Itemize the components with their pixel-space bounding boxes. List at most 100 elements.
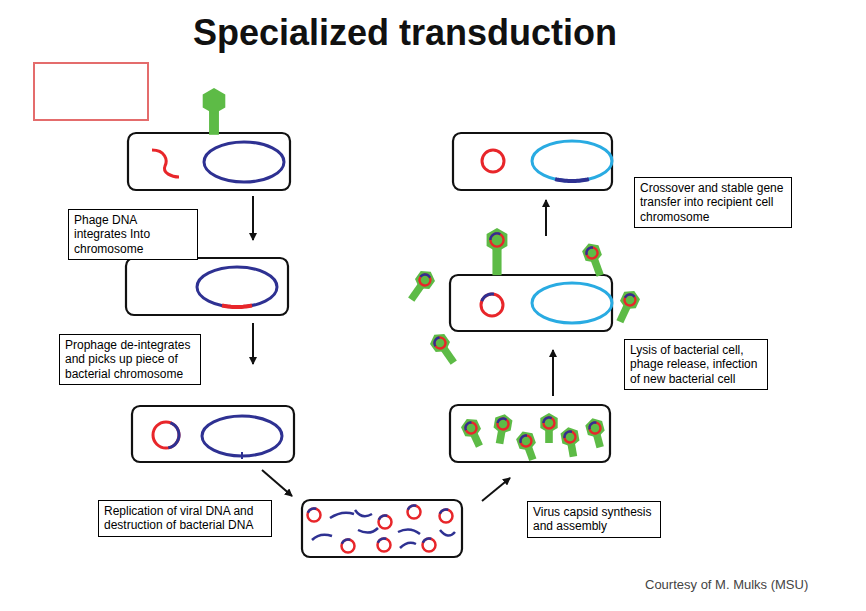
excision-gap	[241, 452, 243, 459]
bacterial-chromosome	[532, 283, 612, 323]
phage-dna-ring	[564, 431, 577, 444]
dna-segment	[222, 306, 252, 308]
bacteriophage	[540, 413, 557, 443]
phage-dna-ring	[585, 246, 599, 260]
flow-arrow	[252, 323, 254, 364]
phage-dna-ring	[153, 422, 179, 448]
phage-dna-ring	[423, 539, 436, 552]
bacterial-cell	[302, 500, 462, 557]
phage-head	[412, 267, 438, 293]
phage-dna-ring	[481, 294, 503, 316]
bacteriophage	[459, 415, 487, 450]
phage-dna-ring	[544, 418, 555, 429]
bacteriophage	[514, 429, 541, 463]
flow-arrow	[252, 196, 254, 240]
step-text: Virus capsid synthesis and assembly	[533, 505, 655, 534]
bacterial-cell	[132, 406, 294, 462]
step-text: Lysis of bacterial cell, phage release, …	[630, 343, 762, 386]
bacterial-dna-insert	[168, 423, 179, 448]
phage-head	[514, 429, 537, 454]
phage-dna-ring	[308, 509, 321, 522]
flow-arrow	[552, 350, 554, 396]
phage-dna-ring	[432, 335, 447, 350]
bacterial-cell	[128, 133, 290, 190]
bacterial-dna-insert	[482, 294, 494, 301]
bacterial-chromosome	[204, 142, 284, 182]
step-text: Phage DNA integrates Into chromosome	[74, 213, 192, 256]
bacterial-dna-insert	[564, 431, 573, 438]
bacterial-dna-insert	[379, 516, 387, 520]
credit-note: Courtesy of M. Mulks (MSU)	[645, 577, 808, 592]
phage-dna-ring	[408, 506, 421, 519]
bacterial-dna-insert	[625, 293, 635, 301]
bacteriophage	[560, 426, 582, 459]
phage-dna-ring	[379, 516, 392, 529]
injected-phage-dna	[152, 150, 179, 177]
bacteriophage	[404, 267, 438, 305]
bacteriophage	[427, 330, 461, 368]
flow-arrow	[262, 470, 292, 496]
diagram-title: Specialized transduction	[0, 12, 810, 54]
phage-head	[459, 415, 483, 440]
phage-dna-ring	[519, 434, 533, 448]
phage-head	[203, 88, 226, 114]
bacterial-dna-insert	[308, 509, 316, 513]
phage-dna-ring	[378, 539, 391, 552]
phage-dna-ring	[490, 233, 503, 246]
degraded-bacterial-dna	[330, 513, 354, 518]
bacterial-dna-insert	[585, 247, 595, 255]
bacterial-dna-insert	[408, 506, 416, 510]
phage-dna-ring	[588, 421, 601, 434]
phage-dna-ring	[417, 272, 432, 287]
step-label-box: Lysis of bacterial cell, phage release, …	[624, 339, 768, 390]
dna-segment	[555, 179, 589, 181]
bacteriophage	[491, 413, 513, 446]
bacterial-dna-insert	[490, 233, 500, 240]
phage-head	[427, 330, 453, 356]
phage-dna-ring	[342, 540, 355, 553]
bacterial-cell	[450, 405, 610, 462]
bacterial-dna-insert	[420, 272, 430, 281]
phage-head	[487, 228, 508, 252]
bacterial-dna-insert	[464, 422, 474, 430]
step-label-box: Phage DNA integrates Into chromosome	[68, 209, 198, 260]
phage-dna-ring	[497, 418, 510, 431]
degraded-bacterial-dna	[400, 543, 416, 548]
step-text: Crossover and stable gene transfer into …	[640, 181, 786, 224]
bacterial-dna-insert	[432, 337, 442, 346]
step-label-box: Replication of viral DNA and destruction…	[98, 500, 272, 537]
phage-head	[540, 413, 557, 433]
phage-dna-ring	[482, 150, 504, 172]
degraded-bacterial-dna	[398, 529, 420, 534]
phage-head	[618, 287, 642, 312]
phage-head	[584, 416, 606, 440]
bacterial-chromosome	[532, 141, 612, 181]
step-label-box: Virus capsid synthesis and assembly	[527, 501, 661, 538]
degraded-bacterial-dna	[358, 528, 378, 533]
bacterial-dna-insert	[544, 418, 552, 424]
bacterial-dna-insert	[440, 510, 448, 514]
bacteriophage	[203, 88, 226, 135]
bacteriophage	[487, 228, 508, 275]
bacterial-cell	[450, 275, 612, 331]
bacterial-dna-insert	[378, 539, 386, 543]
phage-dna-ring	[464, 421, 479, 436]
degraded-bacterial-dna	[355, 510, 372, 516]
phage-head	[580, 241, 603, 266]
flow-arrow	[545, 200, 547, 236]
bacterial-dna-insert	[588, 422, 597, 429]
bacterial-dna-insert	[498, 418, 507, 425]
degraded-bacterial-dna	[312, 535, 332, 540]
bacterial-chromosome	[197, 267, 277, 307]
bacterial-cell	[126, 258, 288, 315]
bacterial-dna-insert	[519, 435, 529, 443]
highlight-box	[34, 63, 148, 120]
bacterial-chromosome	[202, 416, 282, 456]
flow-arrow	[482, 478, 510, 501]
bacteriophage	[580, 241, 608, 279]
bacterial-dna-insert	[423, 539, 431, 543]
bacterial-cell	[453, 133, 612, 190]
bacteriophage	[584, 416, 609, 449]
phage-dna-ring	[440, 510, 453, 523]
step-text: Replication of viral DNA and destruction…	[104, 504, 266, 533]
